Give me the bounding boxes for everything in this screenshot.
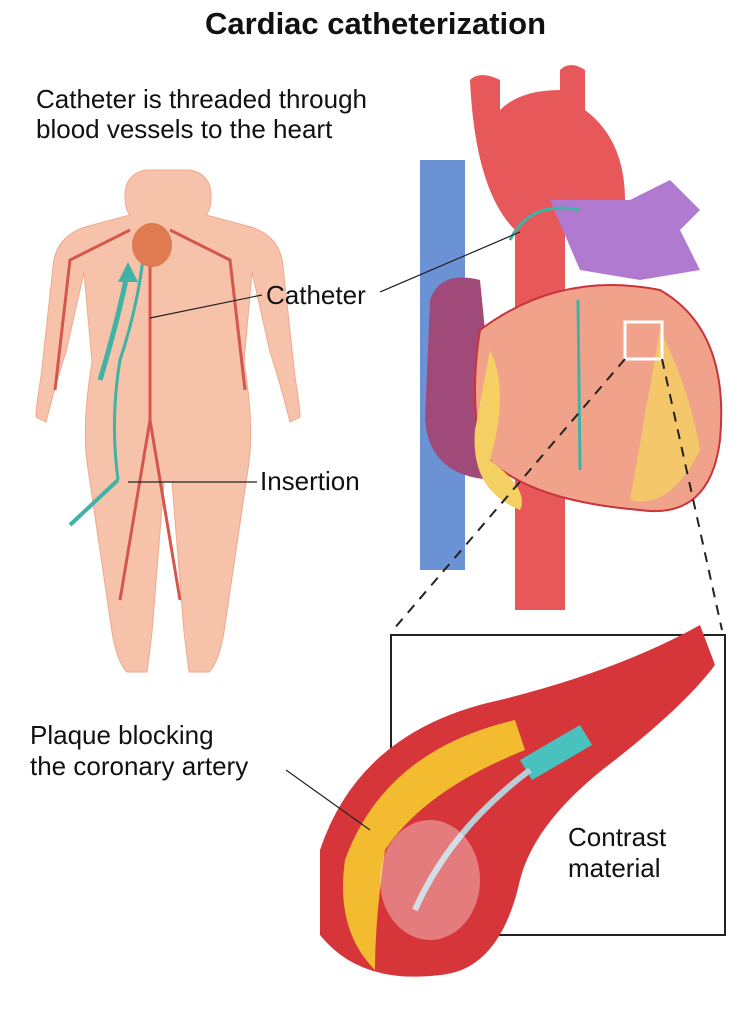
contrast-line-2: material [568,853,661,883]
contrast-line-1: Contrast [568,822,667,852]
human-body-figure [35,169,301,673]
plaque-line-1: Plaque blocking [30,720,214,750]
catheter-line [112,239,147,481]
intro-caption: Catheter is threaded through blood vesse… [36,84,367,144]
heart-small [132,223,172,267]
insertion-label: Insertion [260,466,360,496]
plaque-line-2: the coronary artery [30,751,249,781]
artery-cross-section [320,625,715,977]
heart-illustration [379,65,723,610]
contrast-label: Contrast material [568,822,666,884]
intro-line-1: Catheter is threaded through [36,84,367,114]
catheter-label: Catheter [266,280,366,310]
plaque-label: Plaque blocking the coronary artery [30,720,248,782]
intro-line-2: blood vessels to the heart [36,114,333,144]
page-title: Cardiac catheterization [204,6,547,41]
